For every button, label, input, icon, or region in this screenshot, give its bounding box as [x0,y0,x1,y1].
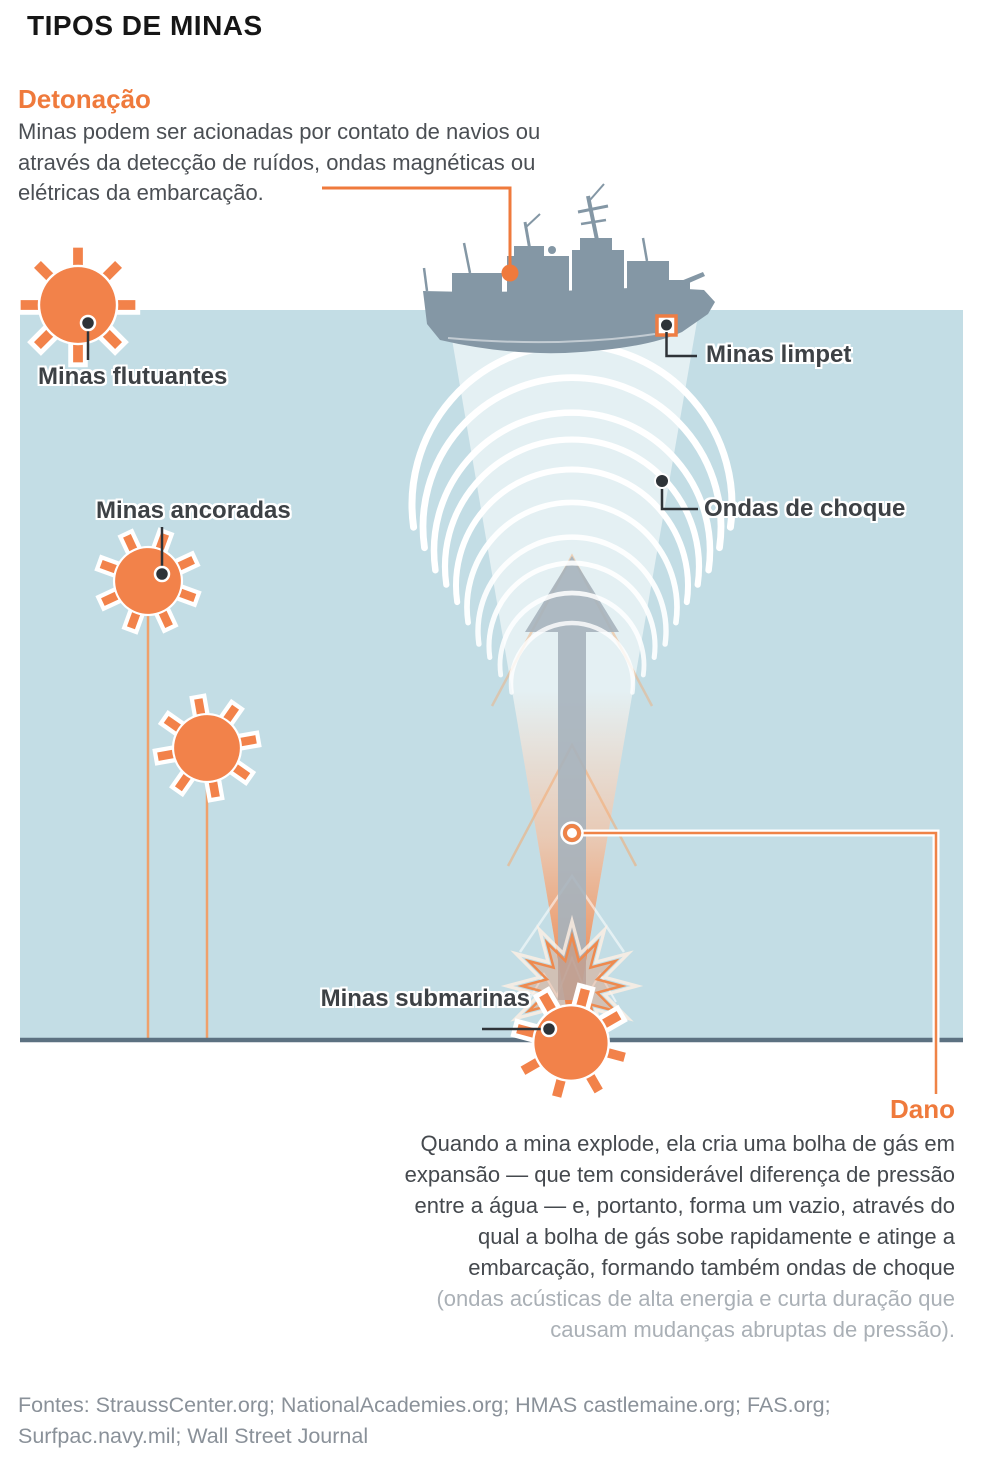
label-limpet-mines: Minas limpet [706,341,852,368]
shockwaves-callout [654,473,698,511]
damage-pointer [560,821,940,1094]
anchored-mine-icon [147,688,267,808]
damage-note-line: (ondas acústicas de alta energia e curta… [436,1286,955,1311]
damage-line: qual a bolha de gás sobe rapidamente e a… [477,1224,955,1249]
damage-line: entre a água — e, portanto, forma um vaz… [414,1193,955,1218]
limpet-mine-icon [655,314,697,358]
detonation-line: através da detecção de ruídos, ondas mag… [18,149,536,175]
detonation-pointer [322,186,519,282]
floating-mine-callout [79,314,97,360]
detonation-heading: Detonação [18,84,151,114]
anchored-mine-callout [153,527,171,583]
label-floating-mines: Minas flutuantes [38,363,228,390]
damage-note-line: causam mudanças abruptas de pressão). [550,1317,955,1342]
label-submarine-mines: Minas submarinas [320,985,530,1012]
label-shock-waves: Ondas de choque [704,495,906,522]
damage-line: Quando a mina explode, ela cria uma bolh… [420,1131,955,1156]
submarine-mine-callout [482,1020,558,1038]
damage-heading: Dano [890,1094,955,1124]
floating-mine-icon [18,245,138,365]
damage-paragraph: Quando a mina explode, ela cria uma bolh… [270,1128,955,1345]
sources-footer: Fontes: StraussCenter.org; NationalAcade… [18,1390,831,1451]
label-anchored-mines: Minas ancoradas [96,497,291,524]
damage-line: embarcação, formando também ondas de cho… [468,1255,955,1280]
arrow-up-icon [525,556,619,1000]
sources-line: Surfpac.navy.mil; Wall Street Journal [18,1423,369,1448]
detonation-paragraph: Minas podem ser acionadas por contato de… [18,117,540,209]
damage-line: expansão — que tem considerável diferenç… [404,1162,955,1187]
sources-line: Fontes: StraussCenter.org; NationalAcade… [18,1393,831,1417]
mine-tethers [146,581,209,1038]
detonation-line: elétricas da embarcação. [18,180,264,205]
detonation-line: Minas podem ser acionadas por contato de… [18,119,541,144]
page-title: TIPOS DE MINAS [27,10,263,41]
